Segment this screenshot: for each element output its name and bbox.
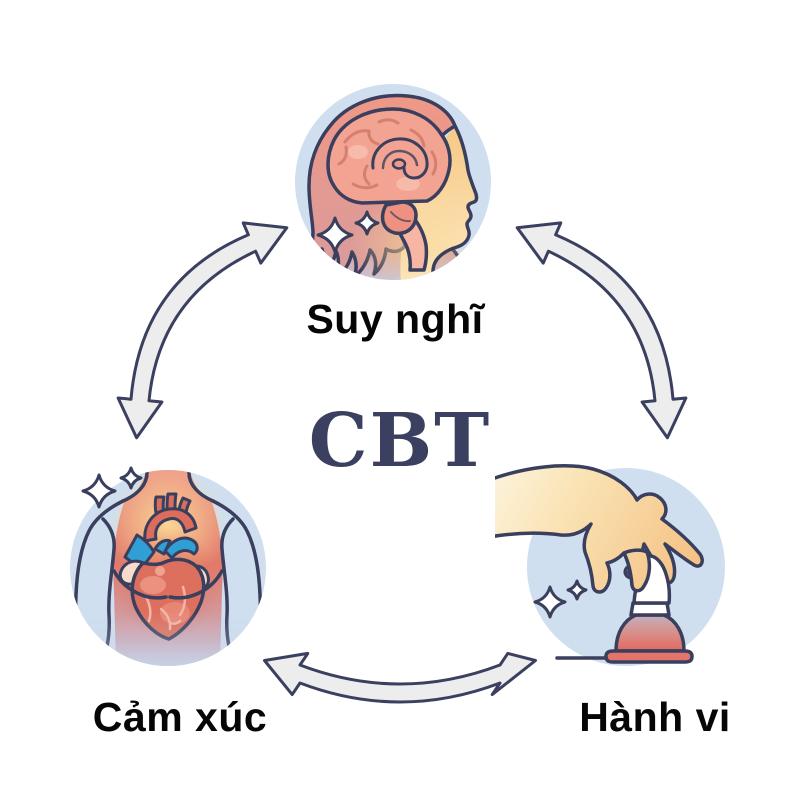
bottom-fade [70,611,266,666]
double-arrow [116,221,289,440]
index-finger [622,548,652,593]
sparkle-icon [533,579,588,619]
thalamus [391,158,407,170]
arrow-emotions-behavior [263,651,537,704]
arrow-thoughts-behavior [515,221,688,440]
aorta [143,507,198,543]
corpus-callosum [371,137,429,180]
behavior-illustration [495,464,725,666]
torso-outline [71,470,265,661]
emotions-illustration [70,466,266,666]
double-arrow [263,651,537,704]
brain-gyri [337,118,438,190]
brain-icon [326,107,452,205]
knight-base [614,613,686,653]
diagram-title: CBT [308,398,492,484]
knight-collar [629,601,671,617]
sparkle-icon [316,210,380,254]
knight-base-plate [604,649,694,664]
thoughts-illustration [295,84,491,280]
sparkle-icon [81,466,143,509]
double-arrow [515,221,688,440]
face-profile-line [431,124,479,280]
label-behavior: Hành vi [579,694,731,740]
arrow-thoughts-emotions [116,221,289,440]
head-profile-icon [300,93,479,280]
label-emotions: Cảm xúc [92,694,268,740]
label-thoughts: Suy nghĩ [306,296,484,342]
